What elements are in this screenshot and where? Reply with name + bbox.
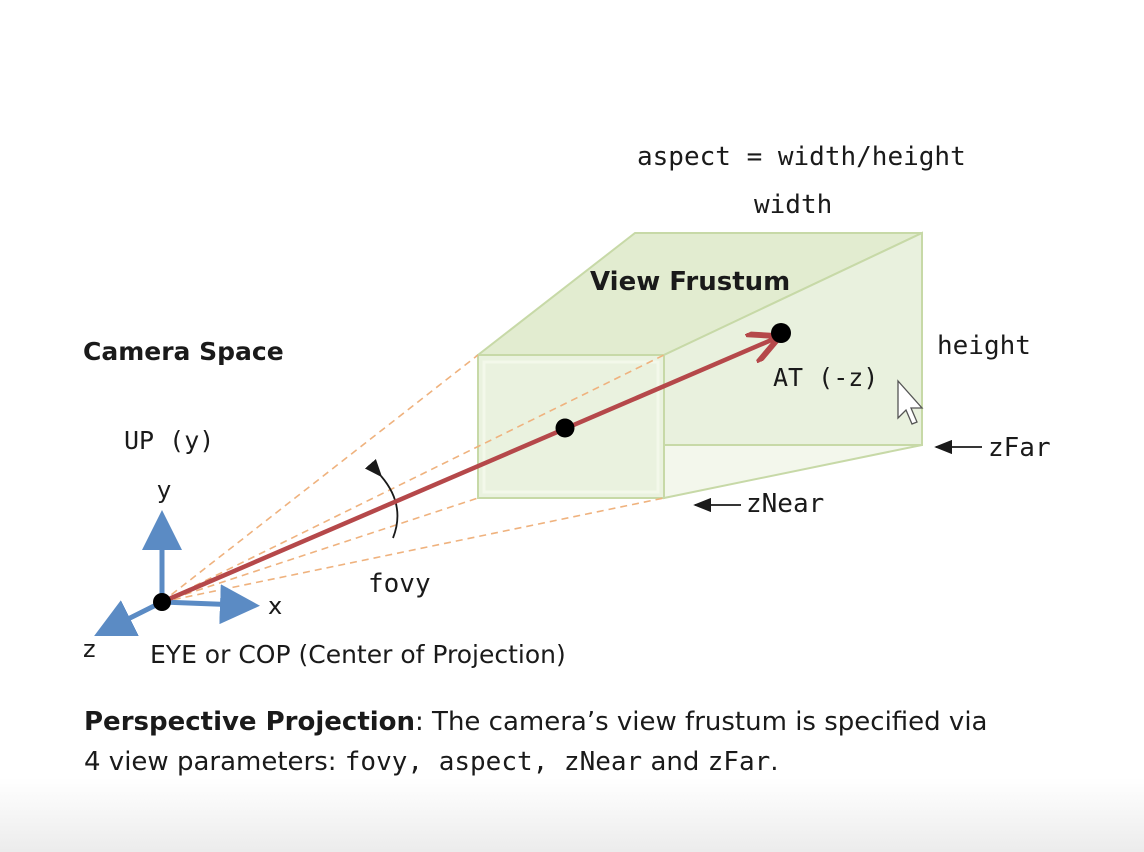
view-direction-arrow bbox=[161, 338, 776, 605]
at-label: AT (-z) bbox=[773, 363, 878, 392]
z-axis-label: z bbox=[83, 635, 96, 663]
view-frustum-box bbox=[475, 231, 923, 500]
fovy-arc-icon bbox=[364, 459, 399, 539]
caption-text-2: 4 view parameters: bbox=[84, 747, 345, 777]
eye-label: EYE or COP (Center of Projection) bbox=[150, 640, 566, 669]
eye-point bbox=[153, 593, 171, 611]
caption-line-2: 4 view parameters: fovy, aspect, zNear a… bbox=[84, 742, 1094, 782]
near-plane-point bbox=[555, 418, 575, 438]
caption-zfar: zFar bbox=[707, 747, 771, 777]
z-axis-arrow bbox=[94, 599, 164, 636]
y-axis-label: y bbox=[157, 476, 171, 504]
x-axis-label: x bbox=[268, 592, 282, 620]
up-label: UP (y) bbox=[124, 426, 214, 455]
fovy-label: fovy bbox=[368, 569, 431, 599]
caption-params: fovy, aspect, zNear bbox=[344, 747, 643, 777]
width-label: width bbox=[754, 190, 832, 220]
caption-line-1: Perspective Projection: The camera’s vie… bbox=[84, 702, 1094, 742]
caption-title: Perspective Projection bbox=[84, 707, 416, 737]
caption-text-1: : The camera’s view frustum is specified… bbox=[415, 707, 988, 737]
mouse-cursor-icon bbox=[897, 379, 924, 425]
aspect-formula-label: aspect = width/height bbox=[637, 142, 966, 172]
view-frustum-title: View Frustum bbox=[590, 267, 790, 297]
caption-period: . bbox=[770, 747, 779, 777]
zfar-label: zFar bbox=[988, 433, 1051, 463]
caption: Perspective Projection: The camera’s vie… bbox=[84, 702, 1094, 782]
camera-space-title: Camera Space bbox=[83, 337, 284, 366]
height-label: height bbox=[937, 331, 1031, 361]
at-point bbox=[771, 323, 791, 343]
x-axis-arrow bbox=[161, 584, 260, 625]
bottom-shade bbox=[0, 778, 1144, 852]
caption-and: and bbox=[642, 747, 708, 777]
znear-label: zNear bbox=[746, 489, 824, 519]
camera-axes bbox=[94, 510, 260, 636]
